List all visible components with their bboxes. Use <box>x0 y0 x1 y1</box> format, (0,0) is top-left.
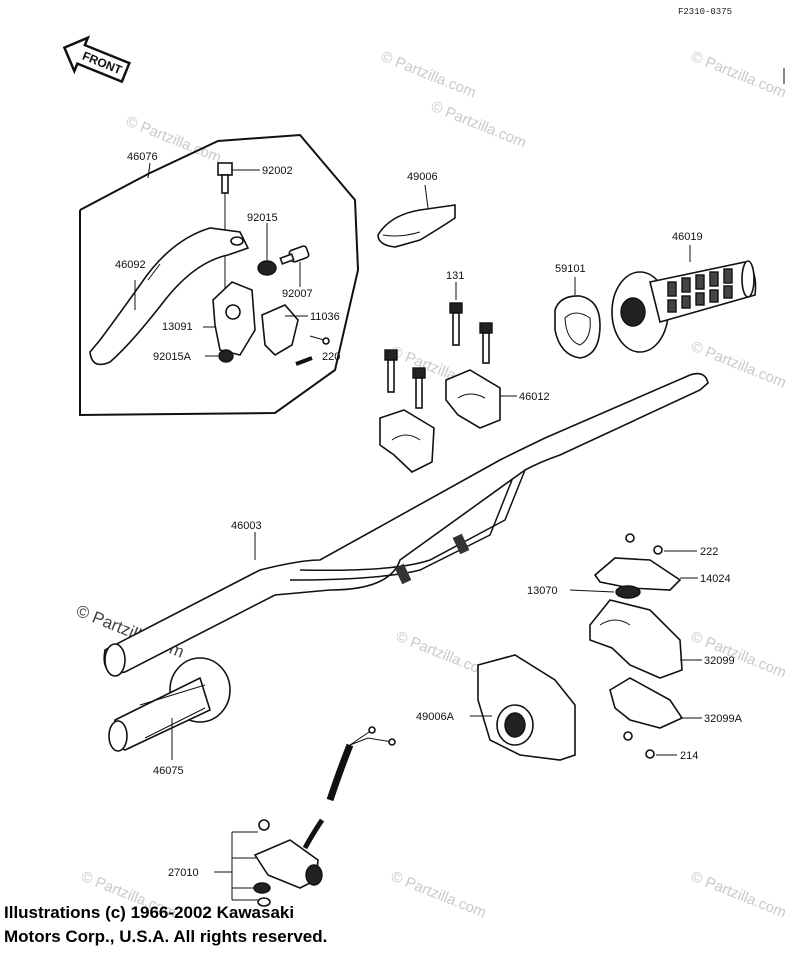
part-label-32099A: 32099A <box>704 713 743 725</box>
part-label-46075: 46075 <box>153 765 184 777</box>
handlebar-holders: 46012 <box>379 369 550 473</box>
part-label-14024: 14024 <box>700 573 731 585</box>
watermark-text: © Partzilla.com <box>429 98 529 152</box>
throttle-case-lower: 32099A 214 <box>609 677 743 762</box>
part-label-49006A: 49006A <box>416 711 455 723</box>
part-label-131: 131 <box>446 270 464 282</box>
part-label-46019: 46019 <box>672 231 703 243</box>
throttle-housing-cover: 49006A <box>416 654 576 761</box>
lever-assembly-group: 46076 <box>79 133 360 417</box>
clutch-lever: 92002 46092 92015 92007 13091 11036 220 … <box>89 162 340 366</box>
engine-stop-switch: 27010 <box>168 726 396 907</box>
watermark-text: © Partzilla.com <box>689 48 789 102</box>
part-label-46092: 46092 <box>115 259 146 271</box>
part-label-214: 214 <box>680 750 698 762</box>
throttle-grip: 46019 <box>611 231 757 353</box>
part-label-32099: 32099 <box>704 655 735 667</box>
part-label-46003: 46003 <box>231 520 262 532</box>
left-grip: 46075 <box>108 657 231 777</box>
reference-code: F2310-0375 <box>678 7 732 17</box>
front-arrow-icon: FRONT <box>62 35 131 84</box>
throttle-cable-cover: 49006 <box>377 171 456 248</box>
part-label-46076: 46076 <box>127 151 158 163</box>
throttle-case-top: 222 14024 13070 <box>527 533 731 599</box>
copyright-line-1: Illustrations (c) 1966-2002 Kawasaki <box>4 903 295 922</box>
copyright-line-2: Motors Corp., U.S.A. All rights reserved… <box>4 927 328 946</box>
watermark-text: © Partzilla.com <box>689 868 789 922</box>
throttle-pulley: 59101 <box>554 263 601 359</box>
part-label-222: 222 <box>700 546 718 558</box>
part-label-13091: 13091 <box>162 321 193 333</box>
part-label-59101: 59101 <box>555 263 586 275</box>
part-label-92007: 92007 <box>282 288 313 300</box>
part-label-220: 220 <box>322 351 340 363</box>
part-label-11036: 11036 <box>310 311 340 323</box>
part-label-92002: 92002 <box>262 165 293 177</box>
throttle-case: 32099 <box>589 599 735 679</box>
part-label-49006: 49006 <box>407 171 438 183</box>
watermark-text: © Partzilla.com <box>389 868 489 922</box>
handlebar: 46003 <box>103 372 709 677</box>
part-label-46012: 46012 <box>519 391 550 403</box>
part-label-27010: 27010 <box>168 867 199 879</box>
part-label-92015: 92015 <box>247 212 278 224</box>
part-label-92015A: 92015A <box>153 351 192 363</box>
clamp-bolts: 131 <box>384 270 493 409</box>
part-label-13070: 13070 <box>527 585 558 597</box>
watermark-text: © Partzilla.com <box>379 48 479 102</box>
